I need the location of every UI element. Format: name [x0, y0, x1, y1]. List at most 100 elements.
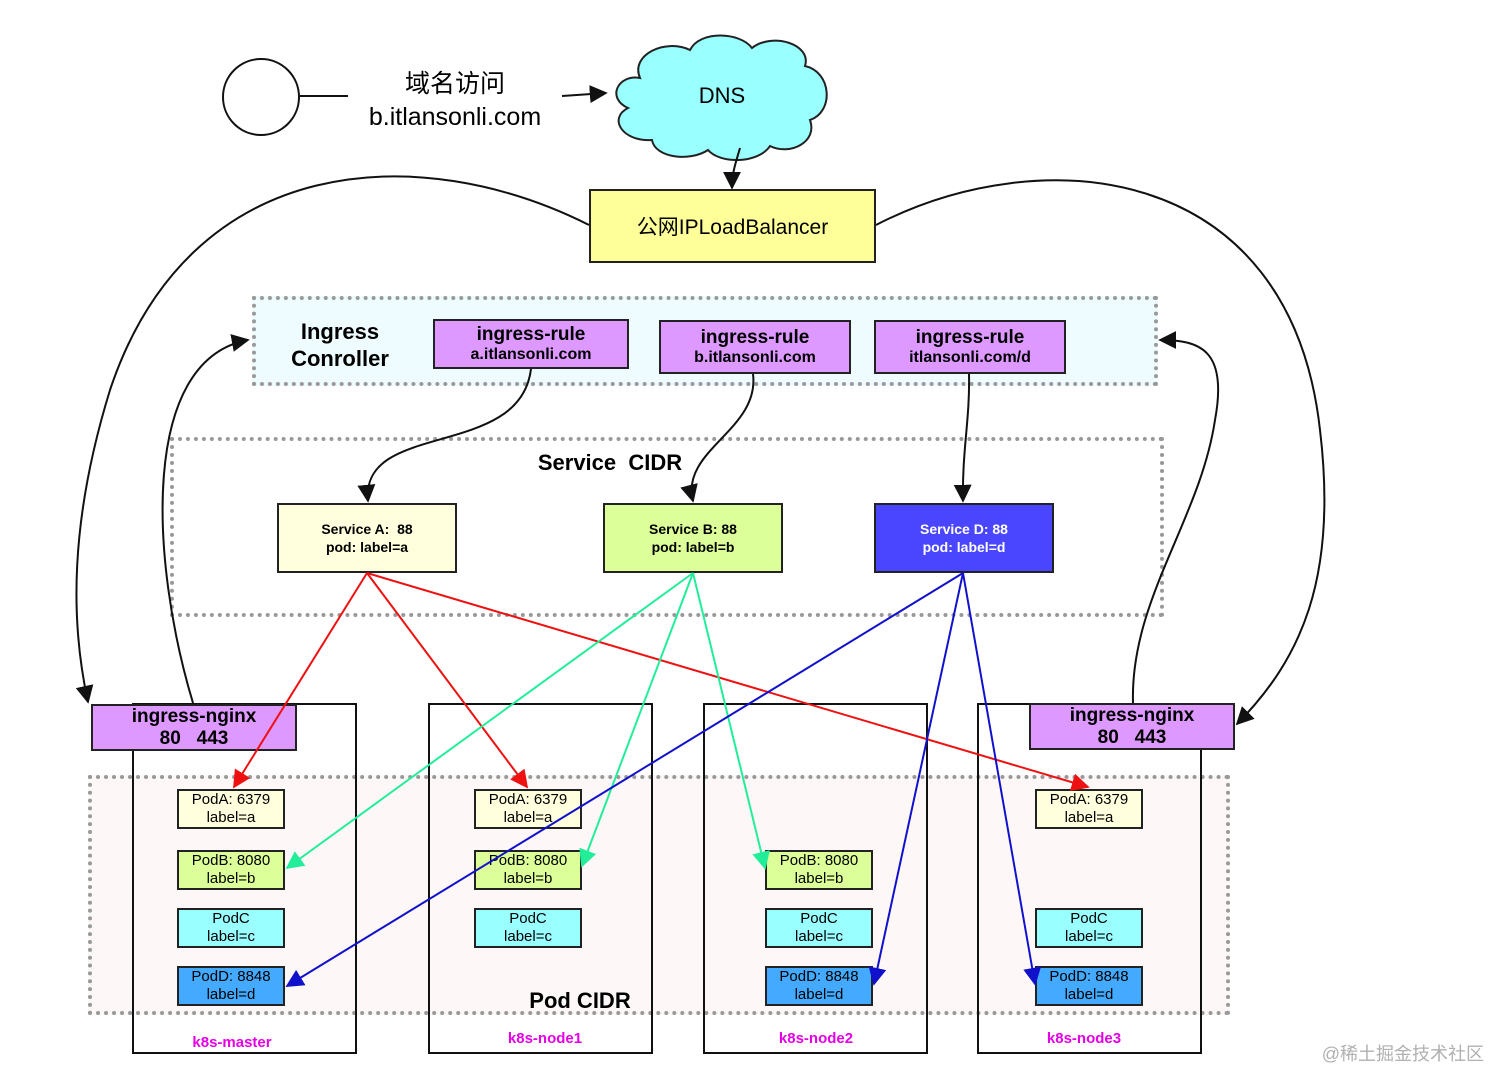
ingress-rule-title: ingress-rule [476, 324, 586, 345]
pod-d-label: label=d [1064, 986, 1114, 1003]
watermark: @稀土掘金技术社区 [1321, 1044, 1484, 1064]
service-d-to-pod-d-node3-arrow [962, 572, 1042, 986]
pod-c-name: PodC [800, 910, 838, 927]
domain-access-host: b.itlansonli.com [368, 103, 542, 131]
pod-c-name: PodC [1070, 910, 1108, 927]
ingress-nginx-ports: 80 443 [159, 727, 229, 749]
node-k8s-node2 [703, 703, 928, 1054]
pod-c-node2: PodC label=c [765, 908, 873, 948]
pod-c-name: PodC [212, 910, 250, 927]
ingress-nginx-node3-to-controller-arrow [1131, 331, 1220, 704]
ingress-nginx-node3: ingress-nginx 80 443 [1029, 703, 1235, 750]
ingress-rule-host: itlansonli.com/d [909, 349, 1031, 366]
load-balancer-label: 公网IPLoadBalancer [636, 216, 829, 239]
pod-a-label: label=a [206, 809, 256, 826]
service-d-port: Service D: 88 [920, 521, 1008, 537]
pod-b-port: PodB: 8080 [191, 852, 271, 869]
service-cidr-region [170, 437, 1164, 617]
ingress-nginx-title: ingress-nginx [131, 705, 257, 727]
pod-a-port: PodA: 6379 [191, 791, 271, 808]
ingress-rule-title: ingress-rule [915, 327, 1025, 348]
lb-to-ingress-nginx-master-arrow [75, 175, 590, 704]
service-d-to-pod-d-node2-arrow [868, 572, 964, 986]
pod-d-port: PodD: 8848 [1049, 968, 1129, 985]
ingress-nginx-ports: 80 443 [1097, 726, 1167, 748]
pod-b-port: PodB: 8080 [488, 852, 568, 869]
service-b: Service B: 88 pod: label=b [603, 503, 783, 573]
pod-c-label: label=c [1065, 928, 1113, 945]
ingress-rule-a: ingress-rule a.itlansonli.com [433, 319, 629, 369]
dns-to-lb-arrow [723, 147, 742, 190]
rule-b-to-service-b-arrow [680, 373, 755, 503]
service-d-to-pod-d-master-arrow [285, 572, 964, 987]
pod-c-label: label=c [795, 928, 843, 945]
pod-b-master: PodB: 8080 label=b [177, 850, 285, 890]
service-a: Service A: 88 pod: label=a [277, 503, 457, 573]
service-b-to-pod-b-master-arrow [285, 572, 694, 870]
load-balancer: 公网IPLoadBalancer [589, 189, 876, 263]
pod-c-node1: PodC label=c [474, 908, 582, 948]
pod-c-node3: PodC label=c [1035, 908, 1143, 948]
node-label-node2: k8s-node2 [778, 1030, 854, 1047]
pod-d-port: PodD: 8848 [779, 968, 859, 985]
ingress-rule-b: ingress-rule b.itlansonli.com [659, 320, 851, 374]
ingress-nginx-master: ingress-nginx 80 443 [91, 704, 297, 751]
ingress-nginx-title: ingress-nginx [1069, 704, 1195, 726]
pod-d-master: PodD: 8848 label=d [177, 966, 285, 1006]
lb-to-ingress-nginx-node3-arrow [875, 179, 1326, 726]
ingress-controller-line1: Ingress [300, 319, 380, 344]
pod-a-port: PodA: 6379 [1049, 791, 1129, 808]
ingress-controller-line2: Conroller [291, 346, 389, 371]
node-k8s-node1 [428, 703, 653, 1054]
pod-c-label: label=c [207, 928, 255, 945]
ingress-rule-host: a.itlansonli.com [470, 346, 592, 363]
pod-b-label: label=b [206, 870, 256, 887]
pod-b-port: PodB: 8080 [779, 852, 859, 869]
service-a-to-pod-a-node3-arrow [366, 572, 1090, 792]
service-d-selector: pod: label=d [922, 539, 1006, 555]
pod-d-port: PodD: 8848 [191, 968, 271, 985]
dns-cloud-icon [615, 34, 828, 162]
pod-a-node1: PodA: 6379 label=a [474, 789, 582, 829]
pod-d-label: label=d [206, 986, 256, 1003]
user-icon [222, 58, 300, 136]
rule-a-to-service-a-arrow [357, 368, 532, 503]
domain-access-title: 域名访问 [404, 70, 505, 98]
ingress-rule-host: b.itlansonli.com [694, 349, 816, 366]
service-a-port: Service A: 88 [321, 521, 413, 537]
pod-d-node2: PodD: 8848 label=d [765, 966, 873, 1006]
pod-b-label: label=b [503, 870, 553, 887]
pod-d-node3: PodD: 8848 label=d [1035, 966, 1143, 1006]
pod-c-master: PodC label=c [177, 908, 285, 948]
domain-access-label: 域名访问 b.itlansonli.com [345, 66, 565, 136]
pod-b-node2: PodB: 8080 label=b [765, 850, 873, 890]
ingress-rule-d: ingress-rule itlansonli.com/d [874, 320, 1066, 374]
ingress-rule-title: ingress-rule [700, 327, 810, 348]
service-cidr-label: Service CIDR [537, 450, 683, 475]
pod-a-port: PodA: 6379 [488, 791, 568, 808]
node-label-master: k8s-master [192, 1034, 272, 1051]
service-a-to-pod-a-node1-arrow [366, 572, 529, 789]
pod-b-label: label=b [794, 870, 844, 887]
service-a-selector: pod: label=a [325, 539, 409, 555]
pod-d-label: label=d [794, 986, 844, 1003]
pod-cidr-label: Pod CIDR [529, 988, 631, 1013]
pod-a-label: label=a [503, 809, 553, 826]
pod-c-label: label=c [504, 928, 552, 945]
ingress-controller-label: Ingress Conroller [270, 316, 410, 374]
service-d: Service D: 88 pod: label=d [874, 503, 1054, 573]
rule-d-to-service-d-arrow [953, 373, 972, 503]
access-to-dns-arrow [561, 85, 608, 104]
pod-a-label: label=a [1064, 809, 1114, 826]
pod-a-master: PodA: 6379 label=a [177, 789, 285, 829]
pod-c-name: PodC [509, 910, 547, 927]
service-a-to-pod-a-master-arrow [233, 572, 368, 789]
node-label-node1: k8s-node1 [507, 1030, 583, 1047]
service-b-to-pod-b-node1-arrow [579, 572, 694, 868]
pod-b-node1: PodB: 8080 label=b [474, 850, 582, 890]
service-b-selector: pod: label=b [651, 539, 735, 555]
service-b-port: Service B: 88 [649, 521, 737, 537]
dns-label: DNS [699, 83, 745, 108]
pod-a-node3: PodA: 6379 label=a [1035, 789, 1143, 829]
